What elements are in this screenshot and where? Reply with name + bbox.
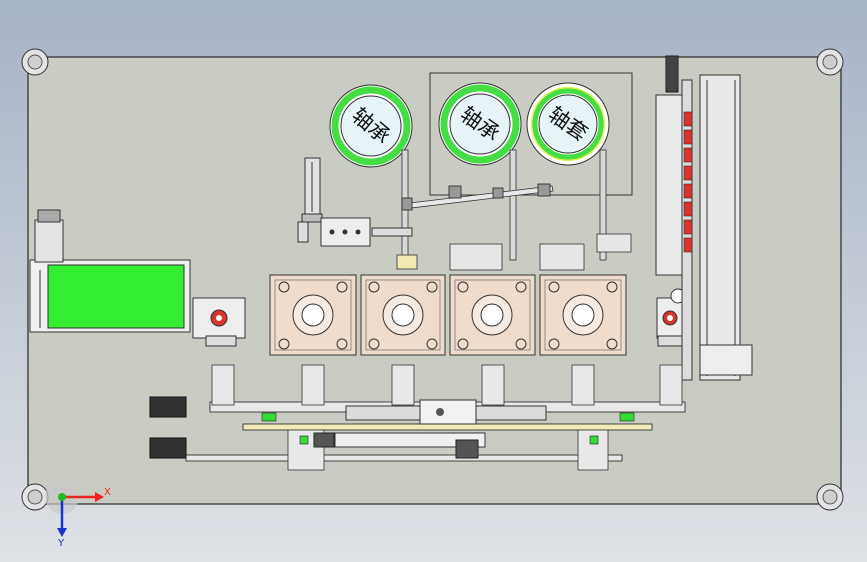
rail-marker [261,412,635,445]
tank-unit [29,209,191,333]
feeder-bowl[interactable]: 轴承 [329,84,413,168]
axis-triad: X Y [45,480,111,549]
slider-block [345,399,547,425]
guide-wheel [192,297,246,347]
axis-y-label: Y [57,538,65,549]
feeder-frame [429,72,633,196]
support-post [211,364,683,471]
yellow-pad [396,254,418,270]
work-stage[interactable] [360,274,446,356]
stage-cylinder [449,233,632,271]
corner-pad [816,483,844,511]
corner-pad [21,48,49,76]
vertical-sensor [301,157,323,223]
motor-block [149,396,187,459]
vertical-conveyor [655,55,753,381]
axis-x-label: X [104,487,111,498]
corner-pad [21,483,49,511]
work-stage[interactable] [449,274,536,356]
feeder-bowl[interactable]: 轴承 [438,82,522,166]
bottom-cylinder [313,432,486,459]
control-box [297,217,413,247]
work-stage[interactable] [269,274,357,356]
transfer-cylinder [401,183,554,211]
corner-pad [816,48,844,76]
work-stage[interactable] [539,274,627,356]
feeder-bowl[interactable]: 轴套 [526,82,610,166]
